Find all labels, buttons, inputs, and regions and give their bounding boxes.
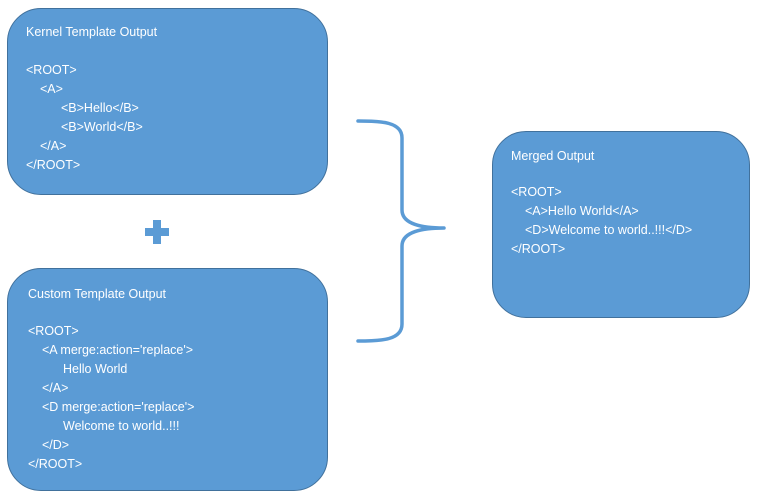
code-line: <B>Hello</B> (61, 101, 139, 115)
code-line: </D> (42, 438, 70, 452)
merged-box-title: Merged Output (511, 149, 595, 163)
brace-path (356, 119, 446, 343)
code-line: <A merge:action='replace'> (42, 343, 194, 357)
code-line: <ROOT> (511, 185, 562, 199)
code-line: </ROOT> (511, 242, 566, 256)
code-line: <B>World</B> (61, 120, 143, 134)
code-line: <D>Welcome to world..!!!</D> (525, 223, 693, 237)
code-line: </A> (42, 381, 69, 395)
merged-output-box: Merged Output <ROOT> <A>Hello World</A> … (492, 131, 750, 318)
code-line: Hello World (63, 362, 128, 376)
plus-icon-vertical-bar (153, 220, 161, 244)
code-line: <A>Hello World</A> (525, 204, 639, 218)
code-line: <D merge:action='replace'> (42, 400, 195, 414)
code-line: Welcome to world..!!! (63, 419, 180, 433)
code-line: <ROOT> (26, 63, 77, 77)
code-line: </A> (40, 139, 67, 153)
code-line: <ROOT> (28, 324, 79, 338)
code-line: </ROOT> (26, 158, 81, 172)
kernel-box-title: Kernel Template Output (26, 25, 158, 39)
kernel-template-output-box: Kernel Template Output <ROOT> <A> <B>Hel… (7, 8, 328, 195)
code-line: <A> (40, 82, 63, 96)
custom-box-title: Custom Template Output (28, 287, 167, 301)
code-line: </ROOT> (28, 457, 83, 471)
custom-template-output-box: Custom Template Output <ROOT> <A merge:a… (7, 268, 328, 491)
